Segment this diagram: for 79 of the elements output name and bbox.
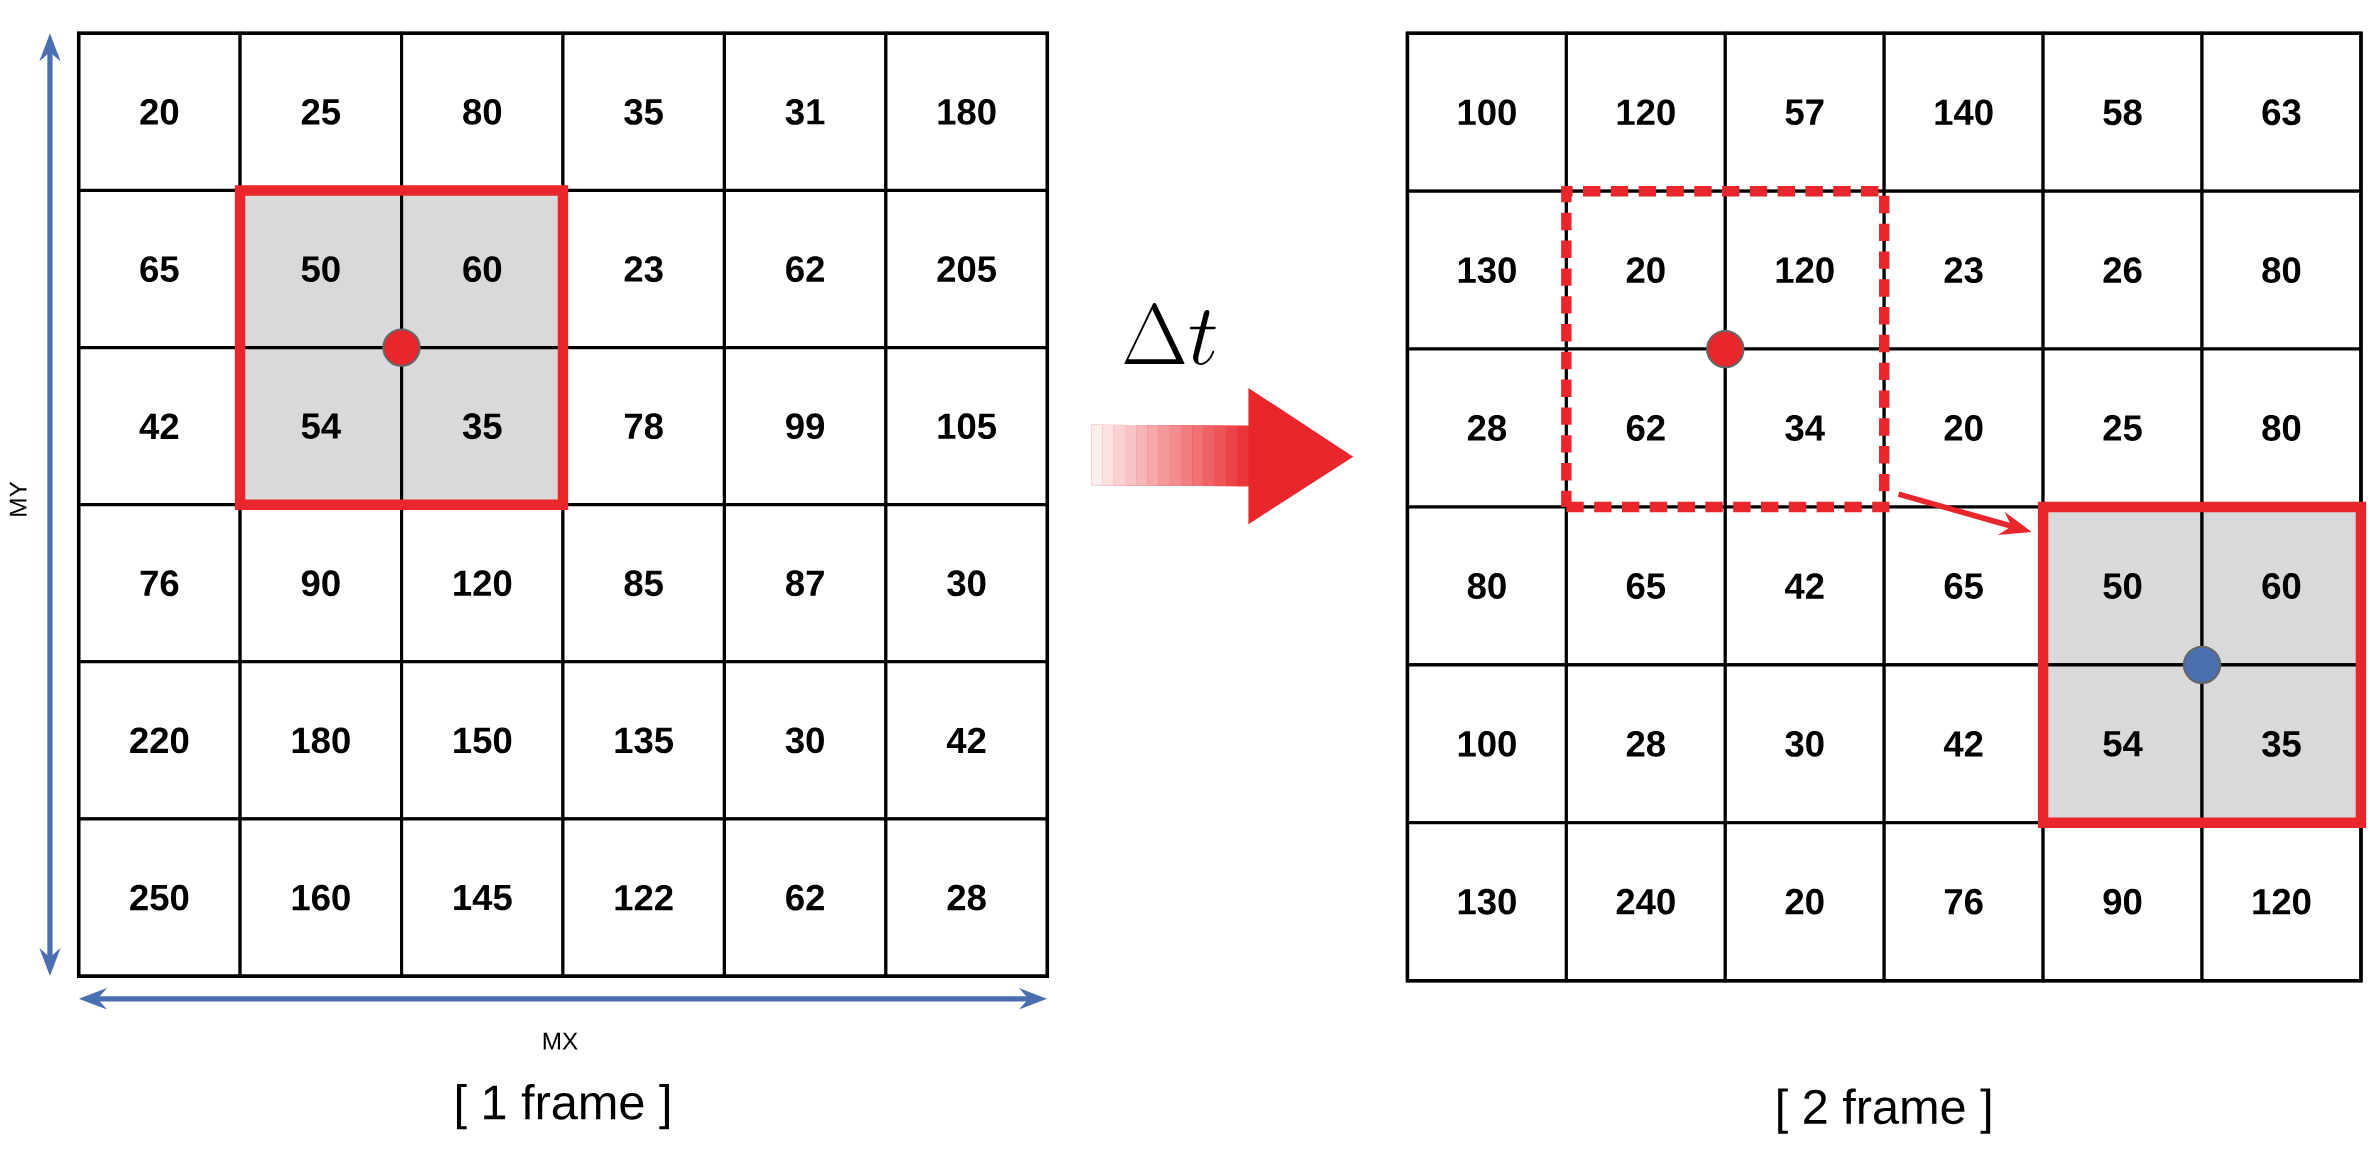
table-cell: 25: [2041, 347, 2204, 509]
table-cell: 100: [1405, 663, 1568, 825]
table-cell: 23: [1882, 189, 2045, 351]
table-cell: 76: [1882, 821, 2045, 983]
table-cell: 85: [561, 503, 726, 664]
table-cell: 120: [400, 503, 565, 664]
arrow: [1091, 387, 1354, 524]
table-cell: 60: [400, 188, 565, 350]
table-cell: 220: [77, 660, 242, 821]
table-cell: 90: [238, 503, 404, 664]
table-cell: 76: [77, 503, 242, 664]
table-cell: 100: [1405, 31, 1568, 193]
table-cell: 205: [884, 188, 1049, 350]
table-cell: 62: [722, 188, 888, 350]
table-cell: 62: [722, 817, 888, 978]
dashed-box: [1561, 185, 1890, 513]
grid: [1405, 31, 2363, 983]
table-cell: 122: [561, 817, 726, 978]
table-cell: 20: [1723, 821, 1886, 983]
frame-caption: [ 1 frame ]: [456, 1083, 669, 1130]
table-cell: 30: [884, 503, 1049, 664]
table-cell: 50: [238, 188, 404, 350]
table-cell: 20: [1564, 189, 1727, 351]
table-cell: 35: [2200, 663, 2363, 825]
table-cell: 42: [884, 660, 1049, 821]
table-cell: 180: [238, 660, 404, 821]
table-cell: 30: [722, 660, 888, 821]
table-cell: 145: [400, 817, 565, 978]
highlight-box: [2037, 501, 2367, 828]
table-cell: 54: [2041, 663, 2204, 825]
highlight-box: [234, 185, 569, 510]
table-cell: 135: [561, 660, 726, 821]
table-cell: 35: [561, 31, 726, 192]
table-cell: 120: [1564, 31, 1727, 193]
axis-label: MY: [9, 481, 27, 516]
axis-label: MX: [543, 1032, 578, 1050]
table-cell: 80: [1405, 505, 1568, 667]
table-cell: 120: [1723, 189, 1886, 351]
table-cell: 80: [400, 31, 565, 192]
table-cell: 130: [1405, 189, 1568, 351]
table-cell: 105: [884, 345, 1049, 507]
table-cell: 120: [2200, 821, 2363, 983]
table-cell: 180: [884, 31, 1049, 192]
table-cell: 28: [1405, 347, 1568, 509]
table-cell: 28: [884, 817, 1049, 978]
table-cell: 80: [2200, 347, 2363, 509]
table-cell: 20: [77, 31, 242, 192]
table-cell: 240: [1564, 821, 1727, 983]
table-cell: 30: [1723, 663, 1886, 825]
table-cell: 34: [1723, 347, 1886, 509]
table-cell: 54: [238, 345, 404, 507]
table-cell: 20: [1882, 347, 2045, 509]
edge-label: $\Delta t$: [1124, 302, 1216, 365]
table-cell: 130: [1405, 821, 1568, 983]
table-cell: 140: [1882, 31, 2045, 193]
table-cell: 25: [238, 31, 404, 192]
table-cell: 26: [2041, 189, 2204, 351]
table-cell: 50: [2041, 505, 2204, 667]
table-cell: 57: [1723, 31, 1886, 193]
table-cell: 80: [2200, 189, 2363, 351]
table-cell: 31: [722, 31, 888, 192]
grid: [76, 31, 1050, 978]
table-cell: 90: [2041, 821, 2204, 983]
table-cell: 250: [77, 817, 242, 978]
table-cell: 150: [400, 660, 565, 821]
table-cell: 35: [400, 345, 565, 507]
table-cell: 42: [1723, 505, 1886, 667]
frame-caption: [ 2 frame ]: [1778, 1088, 1991, 1134]
table-cell: 99: [722, 345, 888, 507]
table-cell: 65: [1882, 505, 2045, 667]
table-cell: 160: [238, 817, 404, 978]
table-cell: 65: [1564, 505, 1727, 667]
table-cell: 87: [722, 503, 888, 664]
table-cell: 28: [1564, 663, 1727, 825]
table-cell: 62: [1564, 347, 1727, 509]
table-cell: 42: [1882, 663, 2045, 825]
table-cell: 60: [2200, 505, 2363, 667]
table-cell: 63: [2200, 31, 2363, 193]
table-cell: 58: [2041, 31, 2204, 193]
